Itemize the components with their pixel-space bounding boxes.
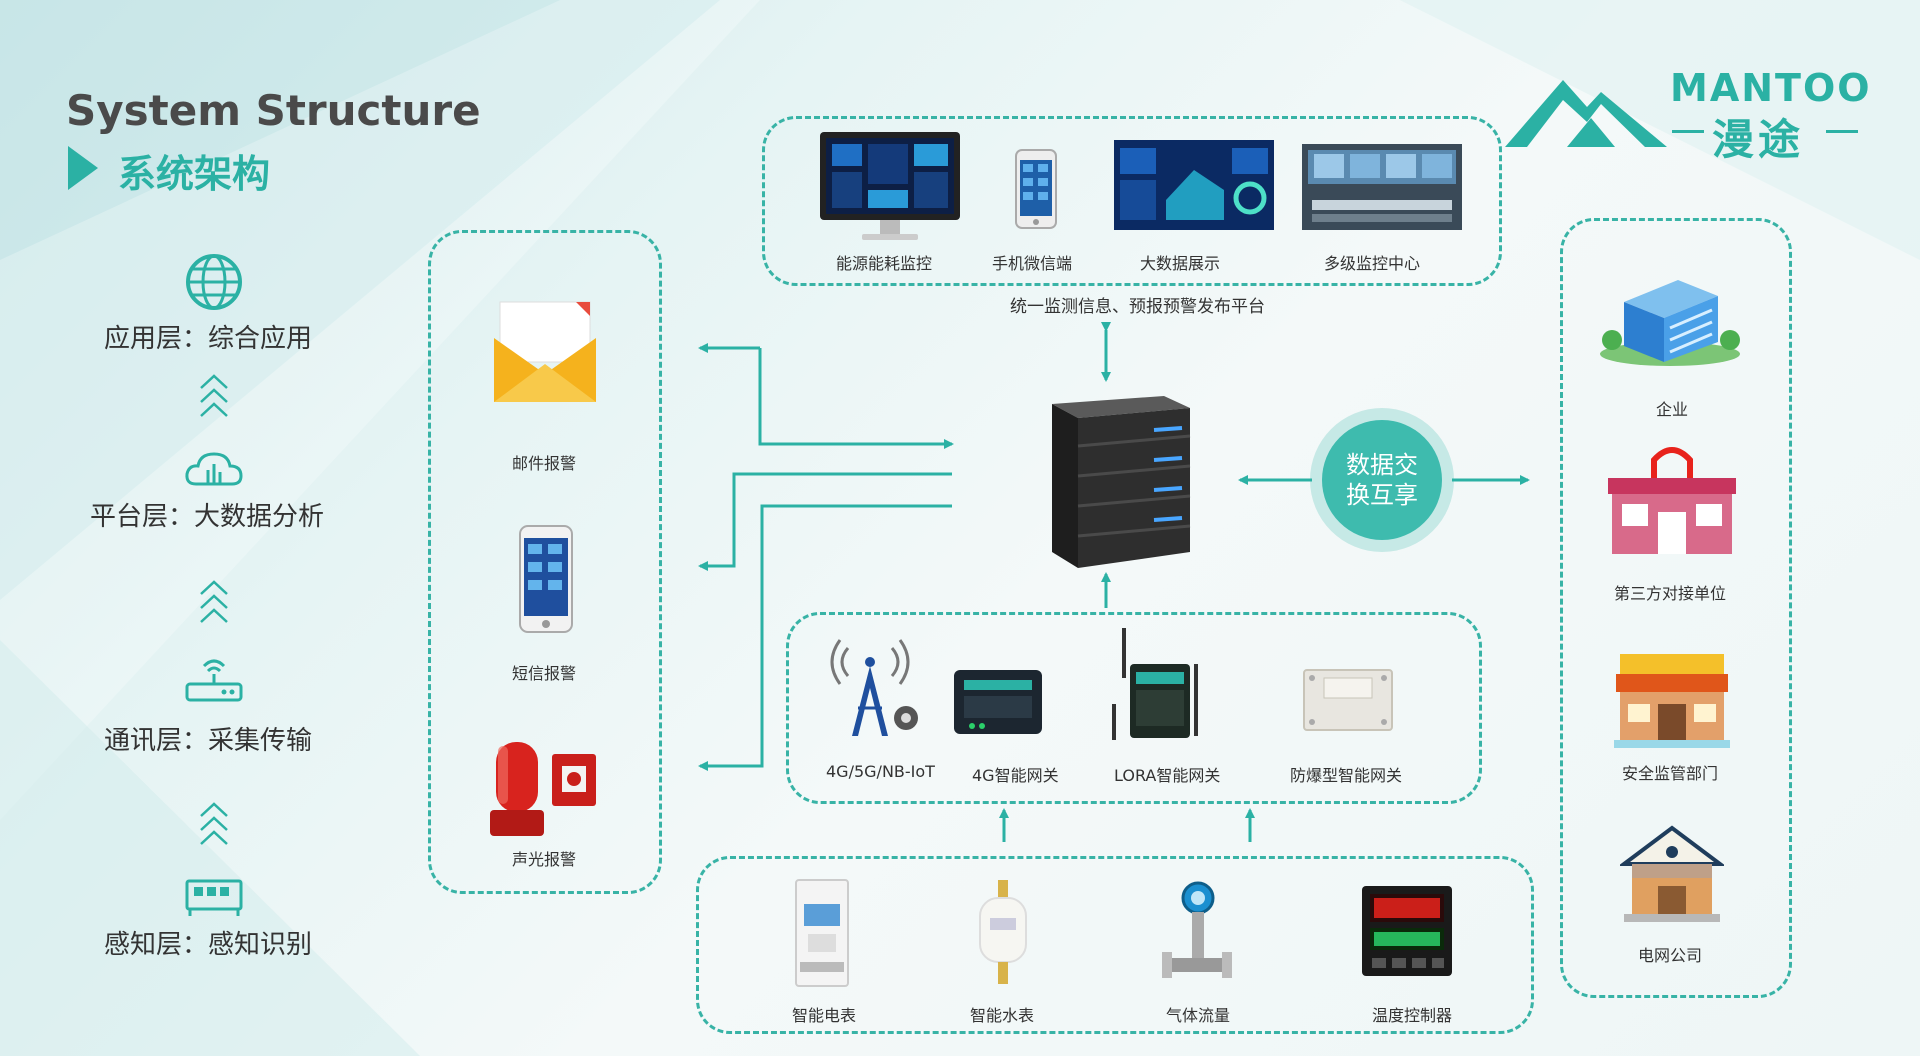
layer-application-label: 应用层：综合应用	[104, 324, 313, 354]
lora-gateway-icon	[1112, 628, 1198, 740]
smart-water-meter-icon	[979, 880, 1027, 984]
4g-gateway-icon	[954, 670, 1042, 734]
alarm-item-label: 声光报警	[512, 850, 577, 869]
power-company-icon	[1620, 825, 1724, 922]
page-title-cn: 系统架构	[118, 152, 271, 196]
logo-divider-right	[1826, 130, 1858, 133]
email-envelope-icon	[494, 301, 596, 402]
alarm-item-label: 邮件报警	[512, 454, 577, 473]
siren-alarm-icon	[490, 742, 596, 836]
chevron-up-icon	[200, 580, 228, 623]
layer-platform-label: 平台层：大数据分析	[90, 502, 325, 532]
globe-icon	[186, 254, 242, 310]
right-units-box	[1560, 218, 1792, 998]
control-center-icon	[1302, 144, 1462, 230]
gateway-box	[786, 612, 1482, 804]
sensor-item-label: 智能水表	[970, 1006, 1035, 1025]
platform-caption: 统一监测信息、预报预警发布平台	[1010, 297, 1265, 317]
platform-item-label: 能源能耗监控	[836, 254, 933, 273]
unit-item-label: 电网公司	[1638, 946, 1703, 965]
smart-meter-icon	[795, 879, 849, 987]
chip-icon	[185, 879, 243, 916]
chevron-up-icon	[200, 802, 228, 845]
logo-divider-left	[1672, 130, 1704, 133]
data-exchange-badge: 数据交换互享	[1322, 420, 1442, 540]
data-exchange-label: 数据交换互享	[1346, 451, 1418, 509]
layer-communication-label: 通讯层：采集传输	[104, 726, 313, 756]
signal-tower-icon	[830, 639, 918, 736]
third-party-shop-icon	[1608, 447, 1736, 554]
gateway-item-label: 防爆型智能网关	[1290, 766, 1403, 785]
mantoo-logo-icon	[1505, 80, 1667, 147]
temperature-controller-icon	[1362, 886, 1452, 976]
sensor-item-label: 智能电表	[792, 1006, 857, 1025]
gas-flowmeter-icon	[1162, 881, 1232, 978]
platform-item-label: 多级监控中心	[1324, 254, 1421, 273]
enterprise-building-icon	[1600, 280, 1740, 366]
layer-perception-label: 感知层：感知识别	[104, 930, 313, 960]
unit-item-label: 企业	[1656, 400, 1689, 419]
unit-item-label: 安全监管部门	[1622, 764, 1719, 783]
sensor-item-label: 气体流量	[1166, 1006, 1231, 1025]
gateway-item-label: 4G智能网关	[972, 766, 1059, 785]
alarm-item-label: 短信报警	[512, 664, 577, 683]
platform-item-label: 大数据展示	[1140, 254, 1221, 273]
mobile-phone-icon	[1015, 149, 1057, 229]
router-icon	[185, 659, 243, 702]
cloud-icon	[185, 452, 243, 486]
logo-brand-cn: 漫途	[1712, 115, 1805, 164]
sensor-item-label: 温度控制器	[1372, 1006, 1453, 1025]
platform-item-label: 手机微信端	[992, 254, 1073, 273]
gateway-item-label: LORA智能网关	[1114, 766, 1221, 785]
title-triangle-icon	[68, 146, 98, 190]
alarm-box	[428, 230, 662, 894]
unit-item-label: 第三方对接单位	[1614, 584, 1727, 603]
monitor-dashboard-icon	[820, 132, 960, 240]
server-icon	[1052, 396, 1191, 568]
bigdata-screen-icon	[1114, 140, 1274, 230]
page-title-en: System Structure	[66, 86, 481, 135]
gateway-item-label: 4G/5G/NB-IoT	[826, 762, 935, 781]
sensor-box	[696, 856, 1534, 1034]
safety-department-icon	[1614, 654, 1730, 748]
chevron-up-icon	[200, 374, 228, 417]
top-platform-box	[762, 116, 1502, 286]
sms-phone-icon	[519, 525, 573, 633]
logo-brand-en: MANTOO	[1670, 66, 1872, 110]
explosion-proof-gateway-icon	[1303, 669, 1393, 731]
